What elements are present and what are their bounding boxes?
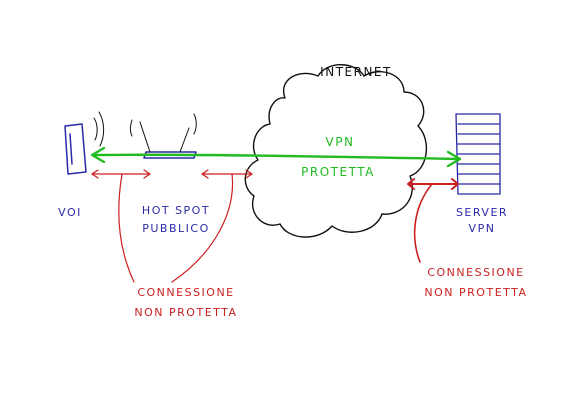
vpn-arrowhead-left-icon	[90, 146, 106, 164]
label-conn-right: CONNESSIONE	[427, 266, 524, 279]
label-server-vpn: VPN	[469, 222, 496, 235]
label-vpn-protetta: PROTETTA	[301, 165, 375, 179]
label-hotspot: HOT SPOT	[142, 204, 210, 217]
laptop-wifi-waves-icon	[93, 111, 105, 147]
callout-line-left	[118, 173, 135, 283]
server-icon	[455, 113, 501, 195]
label-vpn: VPN	[326, 135, 355, 149]
router-antennas-icon	[130, 113, 197, 153]
vpn-tunnel-arrow	[92, 153, 460, 161]
label-conn-right-non-protetta: NON PROTETTA	[424, 286, 527, 299]
unprotected-link-router-cloud	[201, 169, 253, 179]
callout-line-right	[171, 173, 234, 283]
callout-line-server	[413, 183, 433, 263]
vpn-arrowhead-right-icon	[446, 150, 462, 168]
label-voi: VOI	[58, 206, 82, 219]
label-internet: INTERNET	[320, 65, 392, 79]
unprotected-link-laptop-router	[91, 169, 151, 179]
label-server: SERVER	[456, 206, 508, 219]
label-conn-left-non-protetta: NON PROTETTA	[134, 306, 237, 319]
laptop-icon	[64, 123, 87, 175]
label-conn-left: CONNESSIONE	[137, 286, 234, 299]
internet-cloud	[244, 64, 428, 238]
unprotected-link-cloud-server	[407, 178, 459, 190]
label-hotspot-pubblico: PUBBLICO	[142, 222, 210, 235]
